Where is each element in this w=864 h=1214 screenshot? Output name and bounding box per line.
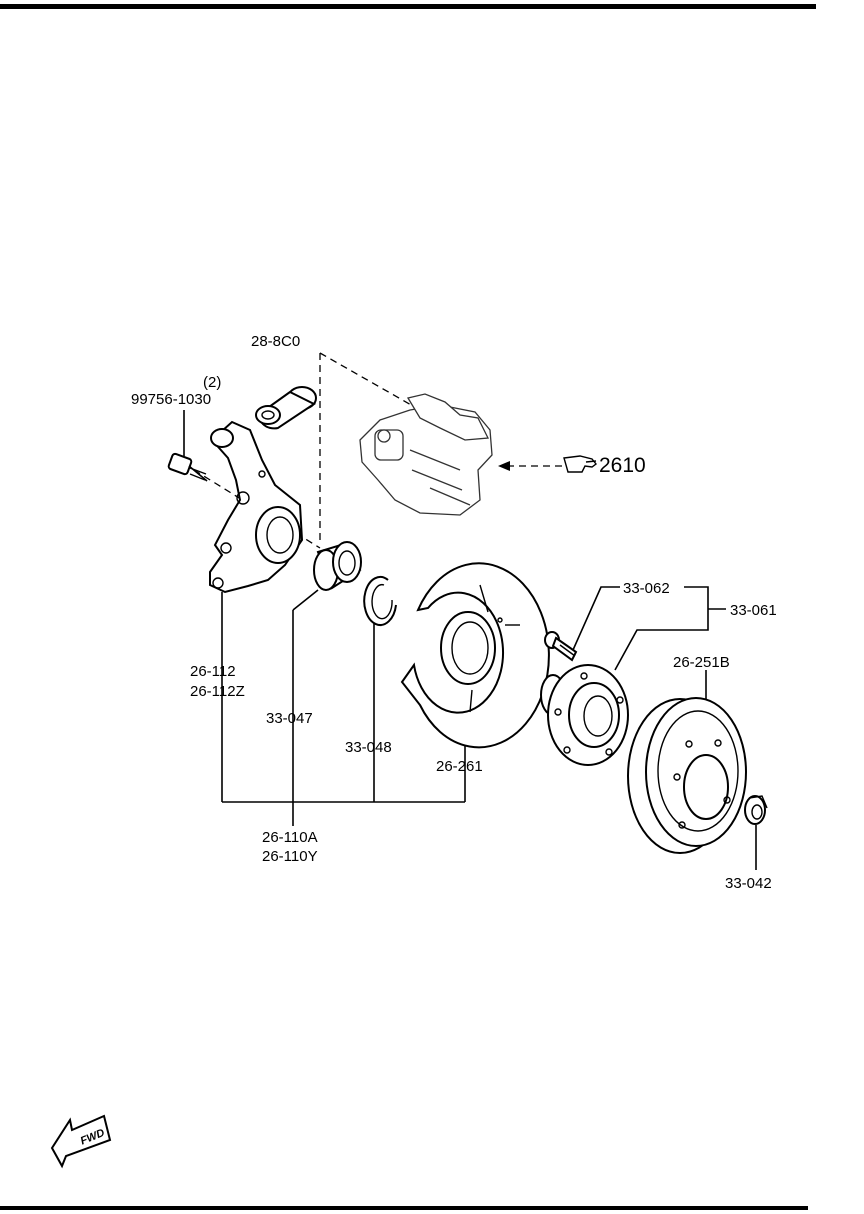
label-bearing: 33-047 (266, 710, 313, 727)
label-disc: 26-251B (673, 654, 730, 671)
label-bolt: 99756-1030 (131, 391, 211, 408)
arrowhead (498, 461, 510, 471)
label-knuckle-2: 26-112Z (190, 683, 245, 700)
part-labels: 28-8C0 (2) 99756-1030 26-112 26-112Z 33-… (131, 333, 777, 892)
label-bolt-qty: (2) (203, 374, 221, 391)
fwd-arrow-icon: FWD (50, 1114, 112, 1169)
steering-knuckle (209, 420, 304, 594)
label-lock-nut: 33-042 (725, 875, 772, 892)
label-hub: 33-061 (730, 602, 777, 619)
snap-ring (363, 575, 397, 626)
brake-disc (627, 697, 747, 854)
dust-cover (400, 562, 550, 749)
wheel-hub (540, 664, 629, 766)
label-assembly-2: 26-110Y (262, 848, 318, 865)
lock-nut (744, 795, 768, 825)
top-border-rule (0, 4, 816, 9)
bushing (255, 386, 317, 430)
bottom-border-rule (0, 1206, 808, 1210)
knuckle-bolt (167, 452, 208, 482)
caliper-ghost (359, 393, 493, 516)
label-snap-ring: 33-048 (345, 739, 392, 756)
label-knuckle-1: 26-112 (190, 663, 236, 680)
label-hub-bolt: 33-062 (623, 580, 670, 597)
leader-lines (183, 410, 757, 870)
label-ref-section[interactable]: 2610 (599, 454, 646, 477)
hub-bolt (544, 631, 578, 662)
wheel-bearing (313, 541, 362, 591)
label-dust-cover: 26-261 (436, 758, 483, 775)
pointing-hand-icon (563, 455, 597, 473)
label-caliper-bracket: 28-8C0 (251, 333, 300, 350)
label-assembly-1: 26-110A (262, 829, 318, 846)
